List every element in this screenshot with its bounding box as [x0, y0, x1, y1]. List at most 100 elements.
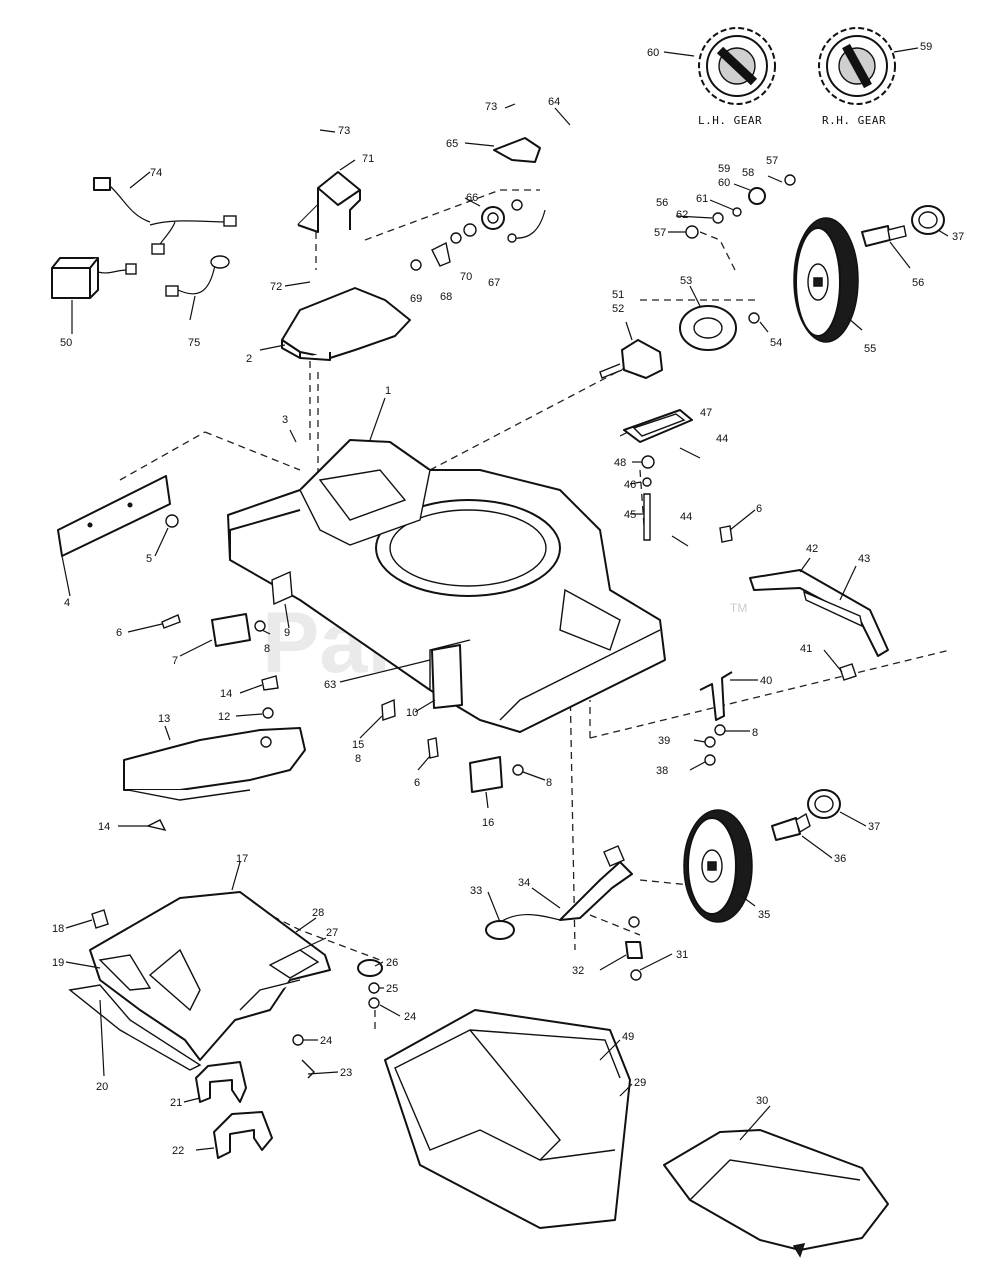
- callout-37: 37: [868, 821, 880, 833]
- rh-gear-label: R.H. GEAR: [822, 114, 886, 127]
- callout-21: 21: [170, 1097, 182, 1109]
- gear-case-51-53: [599, 305, 760, 379]
- callout-49: 49: [622, 1031, 634, 1043]
- callout-17: 17: [236, 853, 248, 865]
- callout-75: 75: [188, 337, 200, 349]
- callout-40: 40: [760, 675, 772, 687]
- callout-35: 35: [758, 909, 770, 921]
- hubcap-37-bottom: [807, 789, 841, 819]
- control-module-50: [51, 257, 137, 299]
- bracket-65: [493, 137, 541, 163]
- callout-44: 44: [680, 511, 692, 523]
- mower-deck-1: [227, 439, 666, 733]
- callout-14: 14: [220, 688, 232, 700]
- callout-32: 32: [572, 965, 584, 977]
- small-parts-12-14: [145, 675, 279, 832]
- callout-59: 59: [920, 41, 932, 53]
- callout-3: 3: [282, 414, 288, 426]
- callout-36: 36: [834, 853, 846, 865]
- callout-12: 12: [218, 711, 230, 723]
- callout-26: 26: [386, 957, 398, 969]
- callout-45: 45: [624, 509, 636, 521]
- bracket-40: [699, 671, 733, 766]
- callout-7: 7: [172, 655, 178, 667]
- callout-5: 5: [146, 553, 152, 565]
- callout-8-c: 8: [546, 777, 552, 789]
- callout-6-c: 6: [756, 503, 762, 515]
- callout-64: 64: [548, 96, 560, 108]
- callout-39: 39: [658, 735, 670, 747]
- callout-67: 67: [488, 277, 500, 289]
- callout-6: 6: [116, 627, 122, 639]
- callout-65: 65: [446, 138, 458, 150]
- callout-57-b: 57: [766, 155, 778, 167]
- callout-55: 55: [864, 343, 876, 355]
- callout-54: 54: [770, 337, 782, 349]
- height-arm-34: [485, 845, 643, 981]
- baffle-plate-4: [57, 475, 171, 557]
- hubcap-37-top: [911, 205, 945, 235]
- callout-10: 10: [406, 707, 418, 719]
- callout-14-b: 14: [98, 821, 110, 833]
- callout-74: 74: [150, 167, 162, 179]
- front-hardware: [381, 644, 524, 793]
- side-chute-30: [663, 1129, 889, 1258]
- handle-brackets-42-43: [749, 569, 889, 681]
- callout-46: 46: [624, 479, 636, 491]
- callout-47: 47: [700, 407, 712, 419]
- callout-31: 31: [676, 949, 688, 961]
- callout-60-b: 60: [718, 177, 730, 189]
- callout-18: 18: [52, 923, 64, 935]
- callout-23: 23: [340, 1067, 352, 1079]
- callout-57: 57: [654, 227, 666, 239]
- callout-61: 61: [696, 193, 708, 205]
- callout-19: 19: [52, 957, 64, 969]
- callout-51: 51: [612, 289, 624, 301]
- callout-25: 25: [386, 983, 398, 995]
- cover-2: [281, 287, 411, 361]
- callout-34: 34: [518, 877, 530, 889]
- callout-56: 56: [912, 277, 924, 289]
- watermark-trademark: TM: [730, 601, 747, 615]
- callout-numbers: 60 59 74 73 64 65 73 71 66 72 50 75 69 6…: [52, 41, 964, 1157]
- nut-5: [165, 514, 179, 528]
- callout-50: 50: [60, 337, 72, 349]
- callout-66: 66: [466, 192, 478, 204]
- washers-57-62: [685, 174, 796, 239]
- callout-59-b: 59: [718, 163, 730, 175]
- rear-housing-17: [68, 891, 331, 1071]
- callout-8: 8: [264, 643, 270, 655]
- clip-18: [91, 909, 109, 929]
- wire-harness-74: [93, 177, 237, 255]
- wire-75: [165, 255, 230, 297]
- callout-43: 43: [858, 553, 870, 565]
- rh-gear: [818, 27, 896, 105]
- callout-6-b: 6: [414, 777, 420, 789]
- callout-28: 28: [312, 907, 324, 919]
- callout-62: 62: [676, 209, 688, 221]
- callout-8-b: 8: [355, 753, 361, 765]
- small-hardware-66-70: [410, 199, 546, 271]
- callout-2: 2: [246, 353, 252, 365]
- callout-68: 68: [440, 291, 452, 303]
- left-hardware: [161, 570, 293, 647]
- callout-48: 48: [614, 457, 626, 469]
- callout-53: 53: [680, 275, 692, 287]
- callout-16: 16: [482, 817, 494, 829]
- lh-gear-label: L.H. GEAR: [698, 114, 762, 127]
- lh-gear: [698, 27, 776, 105]
- callout-69: 69: [410, 293, 422, 305]
- callout-63: 63: [324, 679, 336, 691]
- callout-4: 4: [64, 597, 70, 609]
- bracket-71: [297, 171, 361, 233]
- callout-27: 27: [326, 927, 338, 939]
- rear-wheel-55: [793, 217, 859, 343]
- front-wheel-35: [683, 809, 753, 923]
- callout-56-b: 56: [656, 197, 668, 209]
- rear-brackets-21-22: [195, 1061, 273, 1159]
- callout-22: 22: [172, 1145, 184, 1157]
- callout-37-b: 37: [952, 231, 964, 243]
- callout-38: 38: [656, 765, 668, 777]
- callout-73-b: 73: [338, 125, 350, 137]
